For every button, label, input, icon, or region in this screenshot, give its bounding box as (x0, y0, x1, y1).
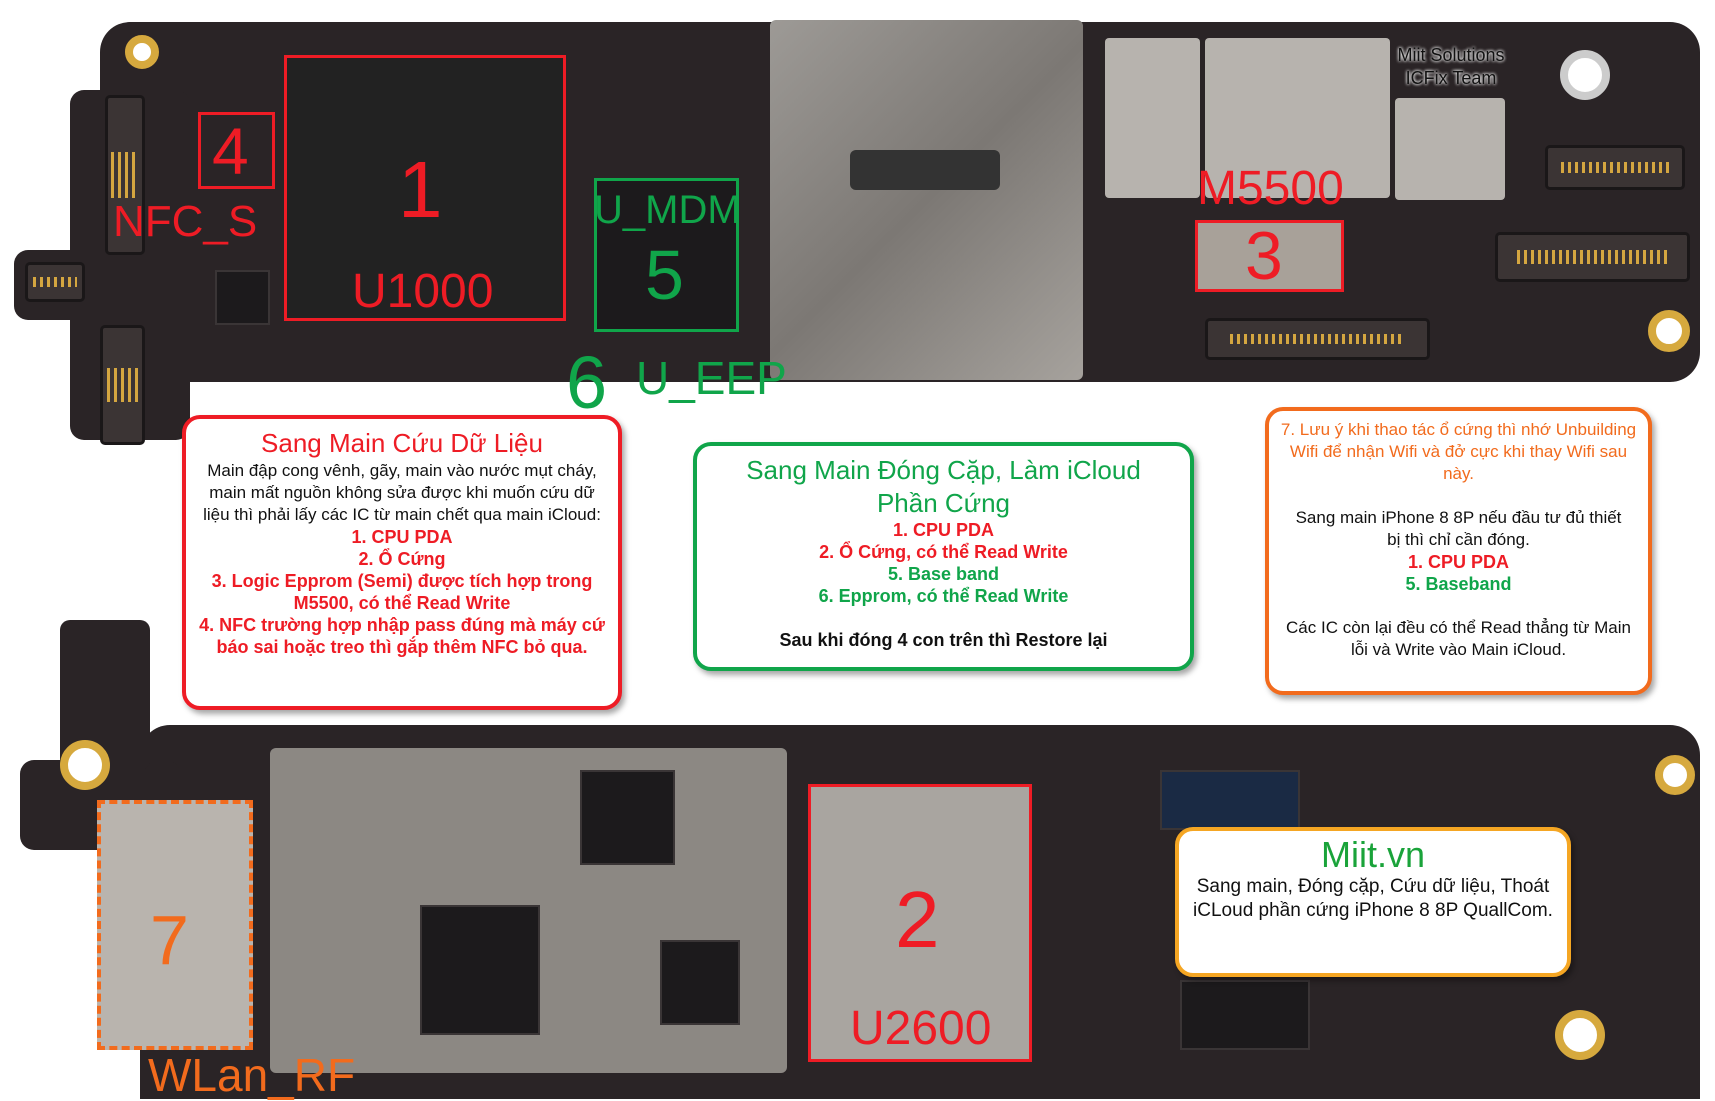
note-item: 1. CPU PDA (351, 526, 453, 547)
data-recovery-note: Sang Main Cứu Dữ Liệu Main đập cong vênh… (182, 415, 622, 710)
brand-title: Miit.vn (1320, 834, 1425, 875)
flex-connector (100, 325, 145, 445)
note-item: 3. Logic Epprom (Semi) được tích hợp tro… (211, 570, 593, 613)
cpu-number: 1 (398, 145, 443, 234)
semi-chip (1195, 220, 1344, 292)
note-item: 5. Base band (887, 564, 1000, 584)
note-item: 6. Epprom, có thể Read Write (818, 586, 1069, 606)
note-warning: 7. Lưu ý khi thao tác ổ cứng thì nhớ Unb… (1280, 420, 1637, 483)
sim-tray-shield (770, 20, 1083, 380)
icloud-note: Sang Main Đóng Cặp, Làm iCloud Phần Cứng… (693, 442, 1194, 671)
nfc-name: NFC_S (113, 197, 258, 246)
note-item: 4. NFC trường hợp nhập pass đúng mà máy … (199, 614, 605, 657)
screw-hole-icon (60, 740, 110, 790)
flex-connector (105, 95, 145, 255)
tips-note: 7. Lưu ý khi thao tác ổ cứng thì nhớ Unb… (1265, 407, 1652, 695)
wifi-name: WLan_RF (148, 1049, 356, 1101)
nfc-highlight (198, 112, 275, 189)
note-item: 2. Ổ Cứng, có thể Read Write (819, 542, 1068, 562)
sim-contacts (850, 150, 1000, 190)
small-chip (215, 270, 270, 325)
baseband-chip (594, 178, 739, 332)
note-item: 2. Ổ Cứng (358, 548, 446, 569)
screw-hole-icon (1655, 755, 1695, 795)
wifi-number: 7 (150, 901, 189, 979)
flex-connector (1545, 145, 1685, 190)
wifi-chip (97, 800, 253, 1050)
screw-hole-icon (1648, 310, 1690, 352)
storage-number: 2 (895, 875, 940, 964)
flex-connector (25, 262, 85, 302)
brand-body: Sang main, Đóng cặp, Cứu dữ liệu, Thoát … (1193, 876, 1553, 921)
semi-name: M5500 (1197, 162, 1344, 215)
flex-connector (1495, 232, 1690, 282)
watermark-line: Miit Solutions (1397, 45, 1505, 65)
semi-highlight (1195, 220, 1344, 292)
screw-hole-icon (1560, 50, 1610, 100)
watermark-line: ICFix Team (1405, 68, 1497, 88)
note-footer: Sau khi đóng 4 con trên thì Restore lại (779, 630, 1108, 650)
eeprom-number: 6 (566, 341, 608, 424)
note-footer: Các IC còn lại đều có thể Read thẳng từ … (1286, 618, 1631, 659)
semi-number: 3 (1245, 218, 1283, 294)
baseband-number: 5 (645, 236, 684, 314)
note-body: Main đập cong vênh, gãy, main vào nước m… (203, 460, 601, 524)
module-chip (1105, 38, 1200, 198)
note-body: Sang main iPhone 8 8P nếu đầu tư đủ thiế… (1295, 508, 1622, 549)
storage-highlight (808, 784, 1032, 1062)
chip (1180, 980, 1310, 1050)
storage-chip (808, 784, 1032, 1062)
cpu-highlight (284, 55, 566, 321)
storage-name: U2600 (850, 1002, 992, 1055)
screw-hole-icon (125, 35, 159, 69)
brand-note: Miit.vn Sang main, Đóng cặp, Cứu dữ liệu… (1175, 827, 1571, 977)
flex-connector (1205, 318, 1430, 360)
cpu-name: U1000 (352, 265, 494, 318)
wifi-highlight (97, 800, 253, 1050)
baseband-highlight (594, 178, 739, 332)
note-item: 5. Baseband (1405, 574, 1512, 594)
chip (420, 905, 540, 1035)
note-title: Sang Main Đóng Cặp, Làm iCloud Phần Cứng (746, 455, 1141, 518)
chip (660, 940, 740, 1025)
eeprom-name: U_EEP (636, 352, 787, 404)
baseband-name: U_MDM (594, 188, 741, 232)
note-item: 1. CPU PDA (892, 520, 995, 540)
watermark: Miit Solutions ICFix Team (1392, 44, 1510, 90)
avago-chip (1205, 38, 1390, 198)
note-title: Sang Main Cứu Dữ Liệu (261, 428, 543, 458)
module-chip (1395, 98, 1505, 200)
nfc-number: 4 (212, 114, 249, 188)
screw-hole-icon (1555, 1010, 1605, 1060)
chip (1160, 770, 1300, 830)
chip (580, 770, 675, 865)
note-item: 1. CPU PDA (1407, 552, 1510, 572)
